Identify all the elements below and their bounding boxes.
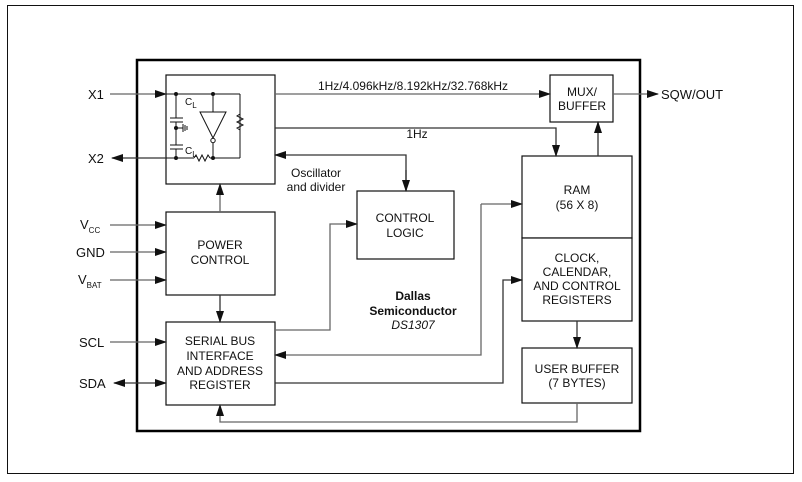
control-logic-label-1: CONTROL <box>376 211 435 225</box>
control-logic-label-2: LOGIC <box>386 226 424 240</box>
serial-bus-label-3: AND ADDRESS <box>177 364 263 378</box>
one-hz-label: 1Hz <box>406 127 427 141</box>
vendor-label: Dallas <box>395 289 431 303</box>
serial-bus-label-1: SERIAL BUS <box>185 334 255 348</box>
oscillator-caption-line2: and divider <box>287 180 346 194</box>
oscillator-block: CL CL <box>165 74 276 185</box>
freq-options-label: 1Hz/4.096kHz/8.192kHz/32.768kHz <box>318 79 508 93</box>
pin-sda-label: SDA <box>79 376 106 391</box>
pin-vcc-label: VCC <box>80 217 100 235</box>
mux-buffer-block <box>549 74 614 123</box>
user-buffer-label-1: USER BUFFER <box>535 362 620 376</box>
cl-top-label: CL <box>185 97 197 110</box>
serial-to-clock-wire <box>275 276 523 384</box>
pin-sqw-out-label: SQW/OUT <box>661 87 723 102</box>
clock-calendar-label-4: REGISTERS <box>542 293 611 307</box>
serial-bus-block <box>165 321 276 406</box>
mux-buffer-label-2: BUFFER <box>558 99 606 113</box>
ram-label-2: (56 X 8) <box>556 198 599 212</box>
crystal-circuit-icon <box>166 93 245 163</box>
mux-buffer-label-1: MUX/ <box>567 85 598 99</box>
ram-to-serial-wire <box>274 204 482 359</box>
control-logic-block <box>356 190 455 260</box>
serial-bus-label-2: INTERFACE <box>186 349 253 363</box>
part-number-label: DS1307 <box>391 318 436 332</box>
userbuf-to-serial-wire <box>216 403 578 423</box>
one-hz-wire <box>275 127 560 157</box>
user-buffer-label-2: (7 BYTES) <box>548 376 605 390</box>
pin-x2-label: X2 <box>88 151 104 166</box>
clock-calendar-label-1: CLOCK, <box>555 251 600 265</box>
power-control-label-1: POWER <box>197 238 243 252</box>
pin-vbat-label: VBAT <box>78 272 102 290</box>
ram-label-1: RAM <box>564 183 591 197</box>
clock-calendar-label-2: CALENDAR, <box>543 265 612 279</box>
chip-boundary <box>135 58 642 433</box>
pin-gnd-label: GND <box>76 245 105 260</box>
outer-frame <box>7 5 794 474</box>
clock-calendar-label-3: AND CONTROL <box>533 279 621 293</box>
clock-calendar-block <box>521 237 633 322</box>
cl-bottom-label: CL <box>185 146 197 159</box>
serial-bus-label-4: REGISTER <box>189 378 251 392</box>
oscillator-caption-line1: Oscillator <box>291 166 341 180</box>
vendor-label-line2: Semiconductor <box>369 304 457 318</box>
serial-to-control-wire <box>275 220 358 331</box>
power-control-label-2: CONTROL <box>191 253 250 267</box>
pin-x1-label: X1 <box>88 87 104 102</box>
pin-scl-label: SCL <box>79 335 104 350</box>
ram-block <box>521 155 633 239</box>
